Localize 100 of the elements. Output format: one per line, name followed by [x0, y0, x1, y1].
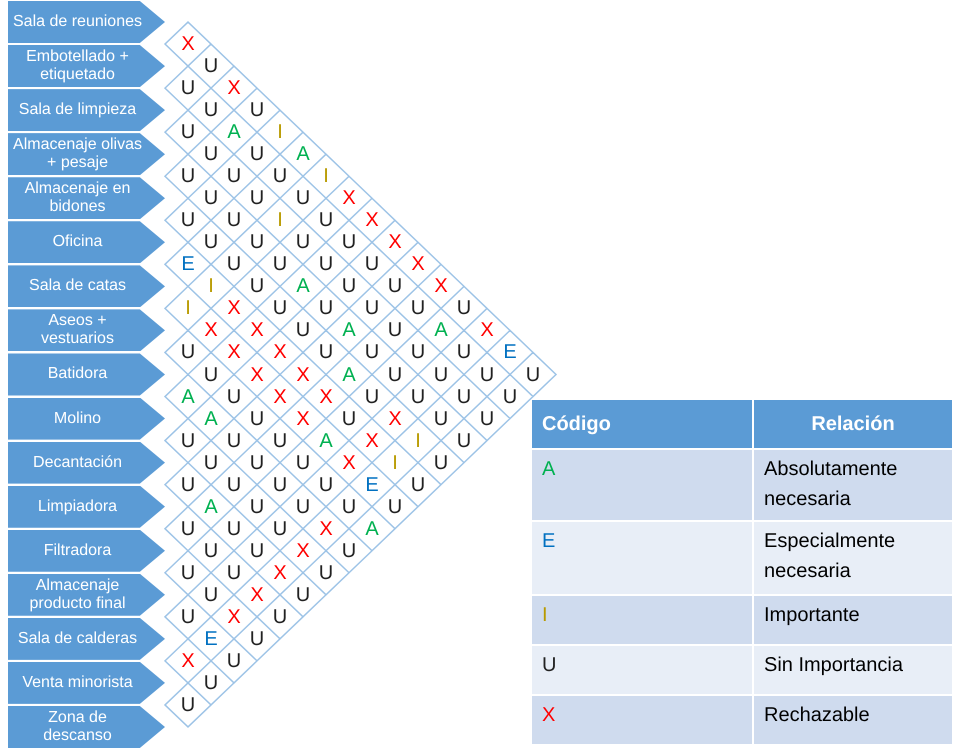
- relationship-code: U: [502, 386, 518, 408]
- relationship-code: U: [226, 474, 242, 496]
- relationship-code: X: [479, 319, 495, 342]
- relationship-code: U: [410, 341, 426, 364]
- relationship-code: A: [295, 143, 311, 166]
- relationship-code: I: [207, 275, 215, 298]
- department-tag: Molino: [8, 398, 165, 440]
- department-tag: Oficina: [8, 221, 165, 264]
- relationship-code: U: [294, 496, 312, 518]
- relationship-code: U: [248, 143, 266, 166]
- relationship-code: E: [502, 341, 518, 364]
- relationship-code: U: [226, 518, 242, 540]
- relationship-code: U: [386, 275, 404, 298]
- relationship-code: X: [341, 452, 357, 474]
- relationship-code: A: [180, 386, 196, 408]
- relationship-code: U: [248, 408, 266, 430]
- relationship-code: X: [203, 319, 219, 342]
- relationship-code: X: [249, 584, 265, 606]
- code-cell: U: [532, 645, 753, 695]
- relationship-code: U: [248, 452, 266, 474]
- relationship-code: U: [272, 253, 288, 276]
- relationship-code: I: [276, 121, 284, 144]
- relationship-code: U: [410, 474, 426, 496]
- relationship-code: X: [410, 253, 426, 276]
- relationship-code: U: [202, 143, 220, 166]
- relationship-code: U: [180, 562, 196, 584]
- relationship-code: U: [294, 187, 312, 210]
- department-tag: Sala de reuniones: [8, 1, 165, 44]
- relationship-code: U: [272, 474, 288, 496]
- relationship-code: U: [180, 518, 196, 540]
- relationship-code: U: [180, 474, 196, 496]
- relationship-code: U: [202, 540, 220, 562]
- department-tag: Sala de calderas: [8, 618, 165, 660]
- relationship-code: U: [456, 430, 472, 452]
- relationship-code: E: [180, 253, 196, 276]
- relationship-code: U: [226, 650, 242, 672]
- department-tag: Almacenaje olivas + pesaje: [8, 133, 165, 176]
- relationship-code: U: [248, 540, 266, 562]
- relationship-code: U: [432, 452, 450, 474]
- relationship-code: A: [295, 275, 311, 298]
- relationship-code: U: [272, 165, 288, 188]
- relationship-code: U: [294, 452, 312, 474]
- relationship-code: U: [294, 319, 312, 342]
- relationship-code: U: [180, 341, 196, 364]
- relationship-code: U: [478, 364, 496, 386]
- relationship-code: U: [318, 474, 334, 496]
- description-cell: Sin Importancia: [753, 645, 953, 695]
- description-cell: Rechazable: [753, 695, 953, 745]
- relationship-code: U: [294, 231, 312, 254]
- relationship-code: U: [180, 694, 196, 716]
- relationship-code: U: [340, 275, 358, 298]
- relationship-code: U: [478, 408, 496, 430]
- relationship-code: U: [386, 319, 404, 342]
- relationship-code: U: [202, 231, 220, 254]
- relationship-code: X: [180, 650, 196, 672]
- relationship-code: U: [456, 297, 472, 320]
- relationship-code: U: [272, 297, 288, 320]
- relationship-code: U: [386, 496, 404, 518]
- relationship-code: U: [272, 430, 288, 452]
- relationship-code: U: [180, 165, 196, 188]
- department-tag: Almacenaje en bidones: [8, 177, 165, 220]
- relationship-code: U: [456, 341, 472, 364]
- relationship-code: U: [226, 253, 242, 276]
- relationship-code: E: [364, 474, 380, 496]
- department-tag: Limpiadora: [8, 486, 165, 528]
- relationship-code: U: [180, 121, 196, 144]
- relationship-code: U: [432, 364, 450, 386]
- relationship-code: U: [226, 562, 242, 584]
- relationship-code: X: [341, 187, 357, 210]
- relationship-code: I: [391, 452, 399, 474]
- relationship-code: A: [341, 319, 357, 342]
- department-tag: Sala de catas: [8, 265, 165, 308]
- relationship-code: U: [364, 297, 380, 320]
- relationship-code: X: [272, 562, 288, 584]
- relationship-code: E: [203, 628, 219, 650]
- relationship-code: U: [180, 77, 196, 100]
- relationship-code: X: [226, 341, 242, 364]
- relationship-code: U: [202, 364, 220, 386]
- code-cell: A: [532, 449, 753, 521]
- relationship-code: U: [202, 55, 220, 78]
- relationship-code: U: [248, 99, 266, 122]
- code-cell: E: [532, 521, 753, 595]
- department-tag: Aseos + vestuarios: [8, 309, 165, 352]
- relationship-code: A: [364, 518, 380, 540]
- relationship-code: U: [226, 209, 242, 232]
- relationship-code: A: [226, 121, 242, 144]
- relationship-code: A: [318, 430, 334, 452]
- relationship-code: U: [272, 606, 288, 628]
- relationship-code: U: [318, 209, 334, 232]
- description-cell: Especialmente necesaria: [753, 521, 953, 595]
- relationship-code: X: [433, 275, 449, 298]
- relationship-code: X: [318, 518, 334, 540]
- relationship-code: I: [322, 165, 330, 188]
- relationship-code: U: [340, 408, 358, 430]
- relationship-code: I: [276, 209, 284, 232]
- relationship-code: U: [202, 99, 220, 122]
- relationship-code: X: [387, 408, 403, 430]
- relationship-code: U: [340, 540, 358, 562]
- relationship-code: U: [248, 231, 266, 254]
- relationship-code: U: [202, 672, 220, 694]
